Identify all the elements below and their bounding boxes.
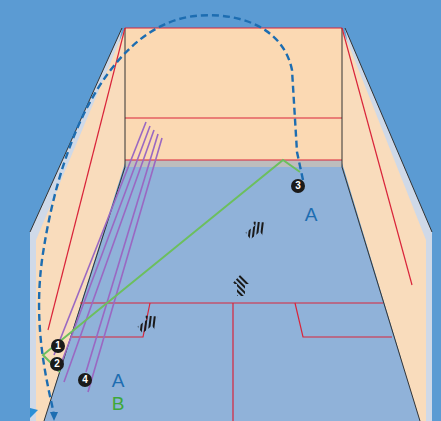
court-floor bbox=[44, 167, 420, 421]
arrow-head bbox=[30, 408, 38, 418]
tin bbox=[125, 160, 342, 167]
movement-arrow bbox=[242, 215, 270, 243]
service-line bbox=[125, 117, 342, 118]
arrow-head bbox=[50, 412, 58, 421]
player-label: A bbox=[305, 205, 318, 224]
callout-number: 4 bbox=[78, 373, 92, 387]
service-box bbox=[295, 303, 392, 337]
shot-line bbox=[88, 138, 162, 392]
movement-arrow bbox=[134, 309, 162, 337]
wall-edge bbox=[342, 167, 420, 421]
front-wall bbox=[125, 28, 342, 163]
short-line bbox=[80, 302, 383, 303]
wall-edge bbox=[125, 28, 126, 167]
service-box bbox=[72, 303, 150, 337]
shot-line bbox=[86, 134, 158, 372]
callout-number: 2 bbox=[50, 357, 64, 371]
shot-paths bbox=[54, 122, 162, 392]
player-label: A bbox=[112, 371, 125, 390]
wall-edge bbox=[30, 28, 122, 232]
shot-line-green bbox=[43, 160, 300, 372]
shot-line bbox=[64, 130, 154, 382]
side-out-line bbox=[342, 28, 412, 285]
lob-path bbox=[39, 15, 303, 415]
tin-line bbox=[125, 159, 342, 160]
callout-number: 3 bbox=[291, 179, 305, 193]
movement-arrows bbox=[134, 215, 270, 337]
wall-edge bbox=[342, 28, 343, 167]
callout-number: 1 bbox=[51, 339, 65, 353]
out-line bbox=[125, 27, 342, 28]
player-label: B bbox=[112, 394, 125, 413]
half-court-line bbox=[232, 303, 233, 421]
movement-arrow bbox=[232, 274, 250, 296]
wall-edge bbox=[345, 28, 432, 232]
